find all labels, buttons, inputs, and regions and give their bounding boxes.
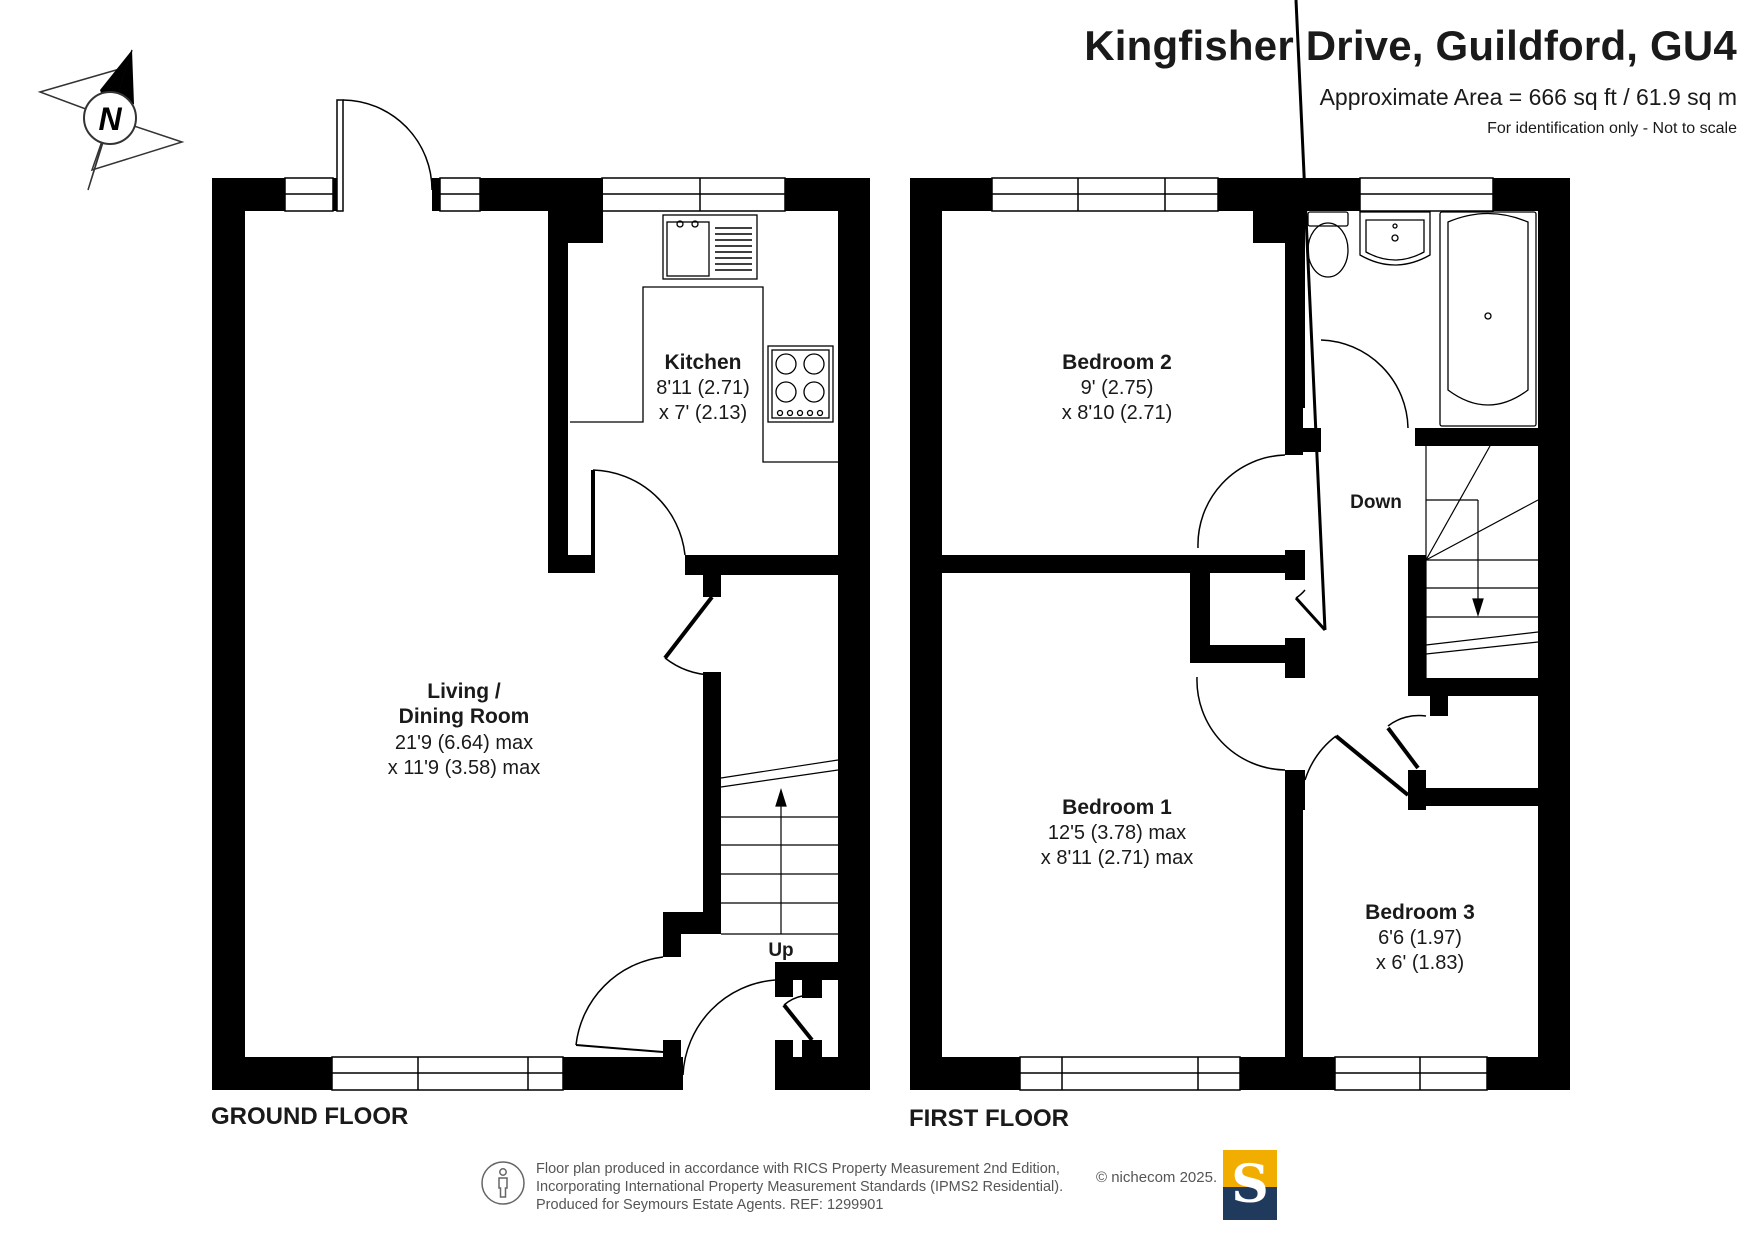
footer-line-2: Incorporating International Property Mea… <box>536 1179 1064 1195</box>
first-floor-walls <box>910 178 1570 1090</box>
brand-logo: S <box>1223 1150 1277 1220</box>
room-bedroom-1: Bedroom 1 12'5 (3.78) max x 8'11 (2.71) … <box>1041 796 1193 869</box>
living-name1: Living / <box>427 680 501 703</box>
bedroom2-dim2: x 8'10 (2.71) <box>1062 402 1173 424</box>
kitchen-fittings <box>570 214 838 463</box>
compass-icon: N <box>37 49 185 191</box>
person-icon <box>481 1161 525 1205</box>
kitchen-name: Kitchen <box>664 351 741 374</box>
room-bedroom-3: Bedroom 3 6'6 (1.97) x 6' (1.83) <box>1365 901 1475 974</box>
stairs-down-label: Down <box>1350 492 1402 513</box>
bedroom3-dim2: x 6' (1.83) <box>1376 952 1464 974</box>
kitchen-dim1: 8'11 (2.71) <box>656 377 750 399</box>
bathroom-fittings <box>1307 211 1537 427</box>
first-floor-doors <box>1196 0 1427 797</box>
footer-line-1: Floor plan produced in accordance with R… <box>536 1161 1060 1177</box>
bedroom2-name: Bedroom 2 <box>1062 351 1172 374</box>
living-dim2: x 11'9 (3.58) max <box>388 757 540 779</box>
footer-line-3: Produced for Seymours Estate Agents. REF… <box>536 1197 884 1213</box>
footer-disclaimer: Floor plan produced in accordance with R… <box>536 1160 1063 1214</box>
bedroom1-dim1: 12'5 (3.78) max <box>1048 822 1186 844</box>
room-bedroom-2: Bedroom 2 9' (2.75) x 8'10 (2.71) <box>1062 351 1173 424</box>
first-floor-windows <box>991 177 1494 1091</box>
ground-floor-stairs <box>720 759 839 935</box>
living-dim1: 21'9 (6.64) max <box>395 732 533 754</box>
first-floor-label: FIRST FLOOR <box>909 1105 1069 1132</box>
bedroom3-dim1: 6'6 (1.97) <box>1378 927 1462 949</box>
bedroom1-dim2: x 8'11 (2.71) max <box>1041 847 1193 869</box>
ground-floor-label: GROUND FLOOR <box>211 1103 409 1130</box>
room-living-dining: Living / Dining Room 21'9 (6.64) max x 1… <box>388 680 540 779</box>
ground-floor-doors <box>336 99 814 1076</box>
compass-letter: N <box>98 101 122 137</box>
brand-letter: S <box>1231 1154 1269 1215</box>
bedroom2-dim1: 9' (2.75) <box>1081 377 1154 399</box>
bedroom3-name: Bedroom 3 <box>1365 901 1475 924</box>
stairs-up-label: Up <box>768 940 793 961</box>
room-kitchen: Kitchen 8'11 (2.71) x 7' (2.13) <box>656 351 750 424</box>
first-floor-stairs <box>1425 445 1539 678</box>
kitchen-dim2: x 7' (2.13) <box>659 402 747 424</box>
living-name2: Dining Room <box>399 705 530 728</box>
page-title: Kingfisher Drive, Guildford, GU4 <box>1084 22 1737 69</box>
ground-floor-walls <box>212 178 870 1090</box>
copyright: © nichecom 2025. <box>1096 1169 1218 1186</box>
scale-note: For identification only - Not to scale <box>1487 120 1737 137</box>
approximate-area: Approximate Area = 666 sq ft / 61.9 sq m <box>1319 84 1737 110</box>
ground-floor-windows <box>284 177 786 1091</box>
bedroom1-name: Bedroom 1 <box>1062 796 1172 819</box>
